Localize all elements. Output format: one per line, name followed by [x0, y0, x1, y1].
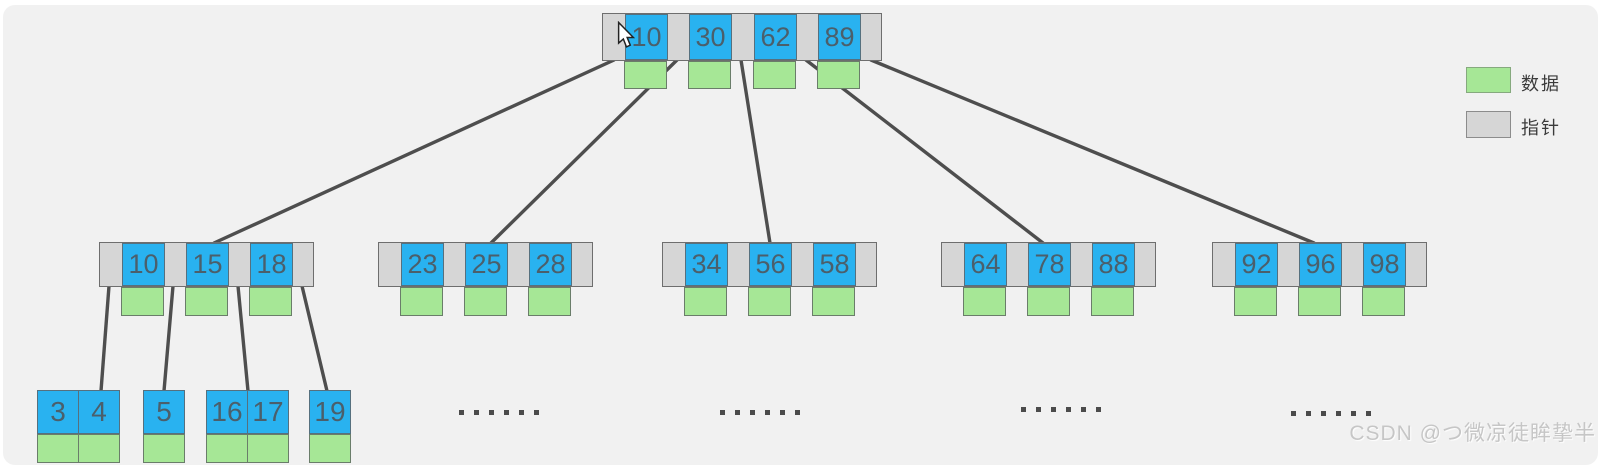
internal-key: 88	[1092, 243, 1135, 286]
internal-data-cell	[963, 287, 1006, 316]
ellipsis-dots	[459, 410, 539, 415]
internal-data-cell	[684, 287, 727, 316]
internal-data-cell	[1027, 287, 1070, 316]
internal-key: 78	[1028, 243, 1071, 286]
leaf-data-row	[206, 434, 289, 463]
leaf-data-cell	[206, 434, 248, 463]
internal-key: 18	[250, 243, 293, 286]
leaf-data-cell	[143, 434, 185, 463]
internal-key: 96	[1299, 243, 1342, 286]
internal-data-cell	[400, 287, 443, 316]
internal-key: 98	[1363, 243, 1406, 286]
internal-data-cell	[249, 287, 292, 316]
internal-data-cell	[812, 287, 855, 316]
internal-key: 56	[749, 243, 792, 286]
internal-node-pointer-bar: 23 25 28	[378, 242, 593, 287]
leaf-key: 5	[143, 390, 185, 434]
ellipsis-dots	[720, 410, 800, 415]
internal-node-pointer-bar: 34 56 58	[662, 242, 877, 287]
internal-key: 92	[1235, 243, 1278, 286]
internal-key: 58	[813, 243, 856, 286]
internal-key: 28	[529, 243, 572, 286]
root-key: 30	[689, 14, 732, 60]
internal-node-pointer-bar: 64 78 88	[941, 242, 1156, 287]
legend-data-label: 数据	[1521, 74, 1561, 94]
root-data-cell	[753, 61, 796, 89]
internal-data-cell	[185, 287, 228, 316]
internal-node-pointer-bar: 10 15 18	[99, 242, 314, 287]
internal-node-pointer-bar: 92 96 98	[1212, 242, 1427, 287]
leaf-data-cell	[247, 434, 289, 463]
ellipsis-dots	[1021, 407, 1101, 412]
leaf-key: 3	[37, 390, 79, 434]
internal-key: 25	[465, 243, 508, 286]
legend-pointer-label: 指针	[1521, 118, 1561, 138]
root-key: 89	[818, 14, 861, 60]
internal-key: 34	[685, 243, 728, 286]
mouse-cursor-icon	[617, 21, 635, 48]
leaf-data-row	[143, 434, 185, 463]
internal-key: 23	[401, 243, 444, 286]
ellipsis-dots	[1291, 411, 1371, 416]
root-key: 62	[754, 14, 797, 60]
leaf-key: 16	[206, 390, 248, 434]
legend-pointer-swatch	[1466, 111, 1511, 138]
leaf-node: 16 17	[206, 390, 289, 434]
leaf-key: 19	[309, 390, 351, 434]
root-data-cell	[624, 61, 667, 89]
internal-data-cell	[748, 287, 791, 316]
leaf-node: 19	[309, 390, 351, 434]
internal-data-cell	[464, 287, 507, 316]
internal-data-cell	[1362, 287, 1405, 316]
internal-key: 64	[964, 243, 1007, 286]
internal-data-cell	[121, 287, 164, 316]
internal-data-cell	[1298, 287, 1341, 316]
internal-key: 15	[186, 243, 229, 286]
internal-data-cell	[1091, 287, 1134, 316]
leaf-node: 5	[143, 390, 185, 434]
leaf-node: 3 4	[37, 390, 120, 434]
internal-key: 10	[122, 243, 165, 286]
watermark-text: CSDN @つ微凉徒眸挚半	[1349, 422, 1596, 445]
internal-data-cell	[1234, 287, 1277, 316]
leaf-data-row	[37, 434, 120, 463]
leaf-key: 4	[78, 390, 120, 434]
internal-data-cell	[528, 287, 571, 316]
legend-data-swatch	[1466, 67, 1511, 93]
root-data-cell	[688, 61, 731, 89]
leaf-key: 17	[247, 390, 289, 434]
leaf-data-cell	[78, 434, 120, 463]
root-data-cell	[817, 61, 860, 89]
root-node-pointer-bar: 10 30 62 89	[602, 13, 882, 61]
